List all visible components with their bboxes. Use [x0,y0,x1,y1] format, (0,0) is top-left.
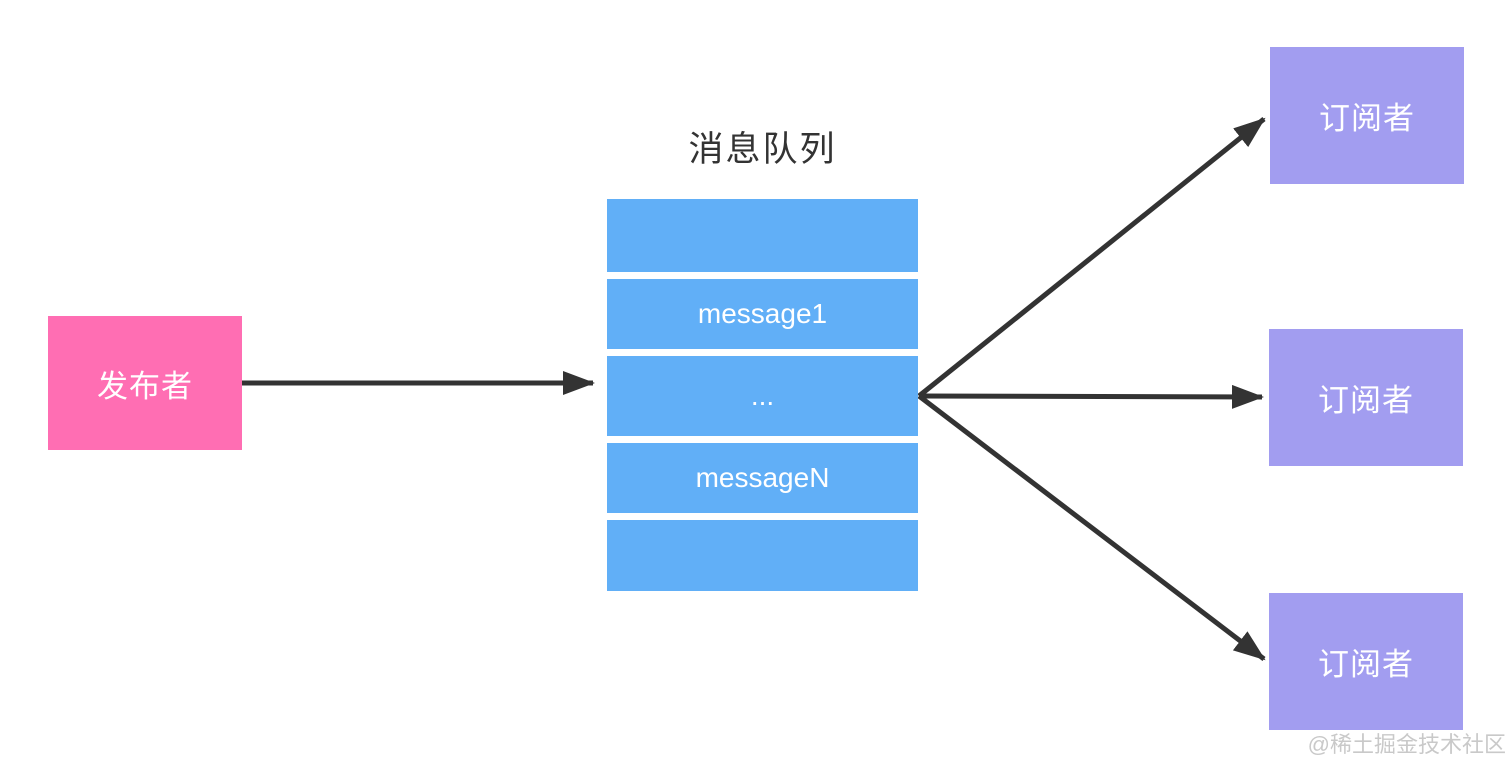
queue-row-label: message1 [697,298,828,329]
queue-row-label: ... [750,380,775,411]
arrow-queue-to-subscriber-1 [917,117,1266,398]
publisher-node: 发布者 [48,316,242,450]
queue-row-ellipsis: ... [607,356,918,436]
subscriber-label: 订阅者 [1318,647,1414,682]
watermark: @稀土掘金技术社区 [1307,732,1506,757]
queue-row-messageN: messageN [607,443,918,513]
queue-row-empty-top [607,199,918,272]
arrow-queue-to-subscriber-2 [918,384,1264,409]
queue-title: 消息队列 [688,129,837,169]
publisher-label: 发布者 [97,368,193,404]
subscriber-label: 订阅者 [1319,101,1415,136]
queue-row-label: messageN [695,462,830,493]
subscriber-node-2: 订阅者 [1269,329,1463,466]
subscriber-node-3: 订阅者 [1269,593,1463,730]
queue-row-message1: message1 [607,279,918,349]
subscriber-label: 订阅者 [1318,383,1414,418]
queue-node: message1 ... messageN [607,199,918,591]
queue-row-empty-bottom [607,520,918,591]
arrow-queue-to-subscriber-3 [917,394,1266,661]
subscriber-node-1: 订阅者 [1270,47,1464,184]
